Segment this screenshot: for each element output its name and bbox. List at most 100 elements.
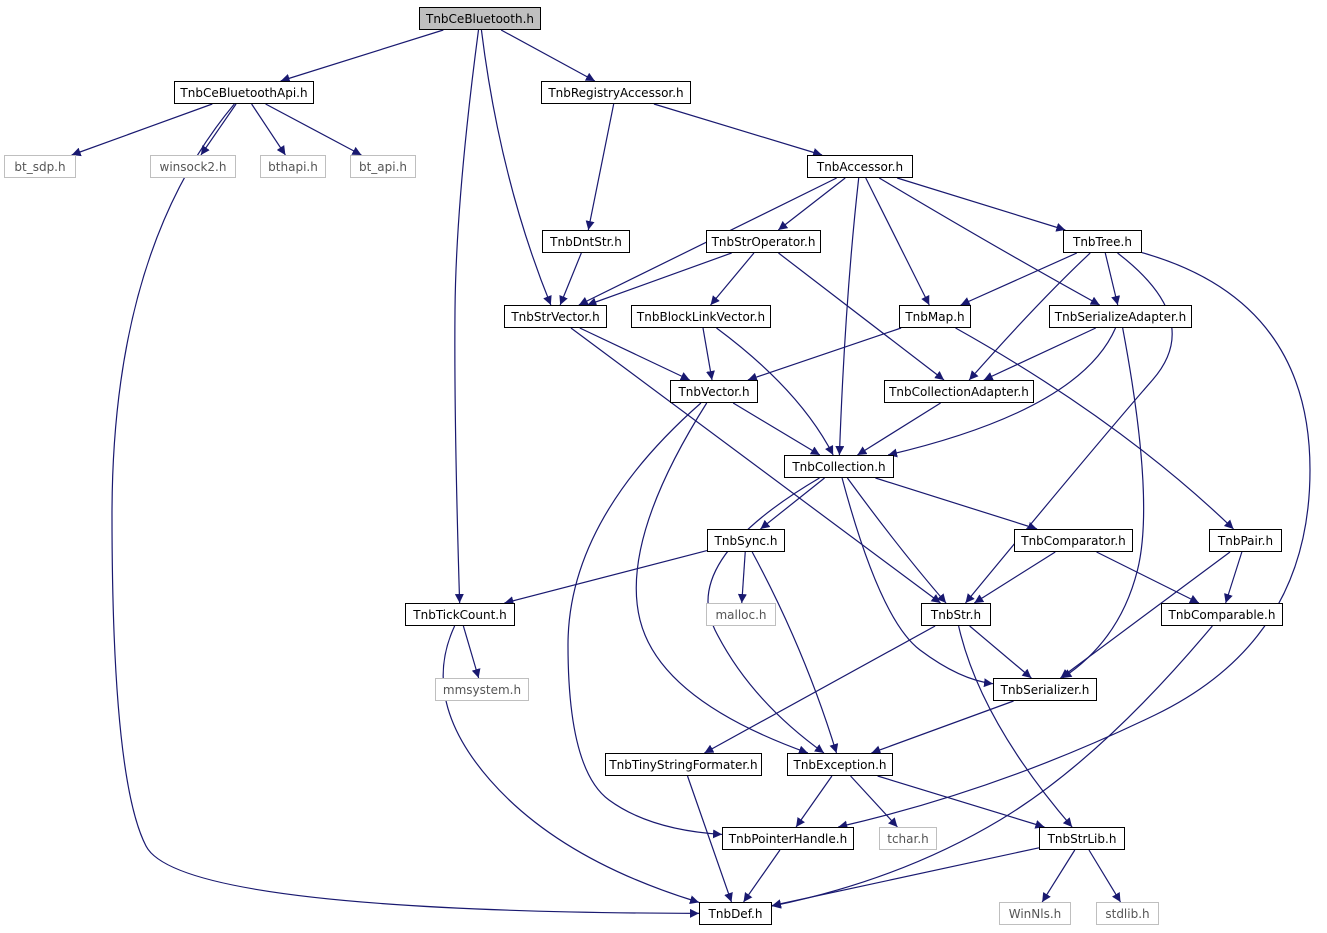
edge-strlib-to-def	[771, 847, 1040, 909]
edge-str-to-tinystr	[704, 625, 936, 754]
edge-comparator-to-comparable	[1096, 551, 1200, 604]
edge-stroperator-to-coladapter	[778, 252, 945, 381]
edge-ce_bt_api-to-winsock2	[200, 103, 237, 156]
edge-stroperator-to-strvector	[587, 252, 732, 307]
edge-stroperator-to-blocklink	[710, 252, 755, 306]
edge-sync-to-tickcount	[504, 550, 708, 606]
node-tnbcomparator[interactable]: TnbComparator.h	[1014, 529, 1133, 552]
node-tnbstroperator[interactable]: TnbStrOperator.h	[706, 230, 821, 253]
node-tnbtree[interactable]: TnbTree.h	[1063, 230, 1142, 253]
node-tnbexception[interactable]: TnbException.h	[787, 753, 893, 776]
node-tnbaccessor[interactable]: TnbAccessor.h	[807, 155, 913, 178]
node-tnbcebluetooth[interactable]: TnbCeBluetooth.h	[419, 7, 541, 30]
node-tnbstr[interactable]: TnbStr.h	[921, 603, 991, 626]
edge-ce_bt-to-tickcount	[454, 29, 480, 604]
edge-accessor-to-collection	[835, 177, 860, 456]
edge-accessor-to-tree	[897, 177, 1066, 232]
edge-dntstr-to-strvector	[559, 252, 582, 306]
node-tnbstrlib[interactable]: TnbStrLib.h	[1039, 827, 1125, 850]
node-tnbserializeadapter[interactable]: TnbSerializeAdapter.h	[1049, 305, 1192, 328]
edge-str-to-serializer	[969, 625, 1032, 679]
edge-serializer-to-exception	[871, 700, 1014, 755]
edge-collection-to-str	[846, 477, 947, 604]
edge-map-to-pair	[955, 327, 1234, 530]
node-tnbstrvector[interactable]: TnbStrVector.h	[504, 305, 607, 328]
edge-collection-to-comparator	[875, 477, 1038, 531]
edge-seradapter-to-serializer	[1062, 327, 1145, 679]
node-bt-sdp: bt_sdp.h	[4, 155, 76, 178]
edge-strlib-to-winnls	[1041, 849, 1076, 903]
edge-reg_acc-to-accessor	[653, 103, 823, 157]
node-stdlib: stdlib.h	[1096, 902, 1159, 925]
edge-collection-to-sync	[760, 477, 825, 530]
edge-tree-to-map	[960, 252, 1078, 306]
edge-blocklink-to-collection	[716, 327, 834, 456]
node-tnbvector[interactable]: TnbVector.h	[670, 380, 758, 403]
edge-comparator-to-str	[973, 551, 1056, 604]
edge-vector-to-exception	[635, 402, 809, 755]
edge-exception-to-strlib	[877, 775, 1045, 829]
node-winnls: WinNls.h	[999, 902, 1071, 925]
edge-strlib-to-stdlib	[1088, 849, 1122, 903]
edge-tree-to-coladapter	[968, 252, 1091, 381]
edge-seradapter-to-collection	[887, 327, 1117, 458]
edge-vector-to-collection	[732, 402, 821, 456]
edge-comparable-to-def	[771, 625, 1213, 909]
edge-sync-to-exception	[751, 551, 839, 754]
edge-collection-to-exception	[707, 477, 825, 754]
edge-ce_bt_api-to-bt_api	[265, 103, 362, 156]
node-tnbpair[interactable]: TnbPair.h	[1209, 529, 1282, 552]
edge-exception-to-ptrhandle	[795, 775, 833, 828]
edge-vector-to-ptrhandle	[567, 402, 723, 839]
node-tchar: tchar.h	[879, 827, 937, 850]
edge-pair-to-serializer	[1060, 551, 1231, 679]
edge-strvector-to-str	[570, 327, 941, 604]
edge-sync-to-malloc	[737, 551, 747, 604]
edge-accessor-to-map	[865, 177, 930, 306]
node-bt-api: bt_api.h	[350, 155, 416, 178]
node-tnbcebluetoothapi[interactable]: TnbCeBluetoothApi.h	[174, 81, 314, 104]
node-bthapi: bthapi.h	[260, 155, 326, 178]
edge-ce_bt-to-ce_bt_api	[280, 29, 444, 83]
edge-ce_bt-to-reg_acc	[500, 29, 596, 82]
node-malloc: malloc.h	[706, 603, 776, 626]
node-tnbdntstr[interactable]: TnbDntStr.h	[542, 230, 630, 253]
edge-pair-to-comparable	[1224, 551, 1243, 604]
node-tnbmap[interactable]: TnbMap.h	[899, 305, 971, 328]
node-tnbtinystringformater[interactable]: TnbTinyStringFormater.h	[605, 753, 762, 776]
edge-tree-to-seradapter	[1104, 252, 1121, 306]
edge-map-to-vector	[747, 327, 902, 382]
edge-tickcount-to-def	[442, 625, 700, 905]
edge-ce_bt_api-to-def	[111, 103, 700, 918]
edge-ptrhandle-to-def	[743, 849, 781, 903]
node-tnbregistryaccessor[interactable]: TnbRegistryAccessor.h	[541, 81, 691, 104]
edge-blocklink-to-vector	[702, 327, 715, 381]
node-tnbcollection[interactable]: TnbCollection.h	[784, 455, 894, 478]
edge-ce_bt_api-to-bt_sdp	[71, 103, 213, 157]
edge-accessor-to-seradapter	[878, 177, 1100, 306]
node-mmsystem: mmsystem.h	[435, 678, 529, 701]
edge-tickcount-to-mmsystem	[462, 625, 481, 679]
edge-str-to-strlib	[958, 625, 1073, 828]
node-tnbserializer[interactable]: TnbSerializer.h	[993, 678, 1097, 701]
edge-tree-to-str	[965, 252, 1173, 604]
edge-tinystr-to-def	[686, 775, 733, 903]
node-tnbtickcount[interactable]: TnbTickCount.h	[405, 603, 515, 626]
edge-ce_bt_api-to-bthapi	[251, 103, 286, 156]
node-tnbcomparable[interactable]: TnbComparable.h	[1161, 603, 1283, 626]
node-tnbcollectionadapter[interactable]: TnbCollectionAdapter.h	[884, 380, 1034, 403]
node-tnbsync[interactable]: TnbSync.h	[707, 529, 785, 552]
node-tnbpointerhandle[interactable]: TnbPointerHandle.h	[722, 827, 854, 850]
edge-collection-to-serializer	[841, 477, 994, 688]
node-tnbblocklinkvector[interactable]: TnbBlockLinkVector.h	[631, 305, 771, 328]
edge-reg_acc-to-dntstr	[585, 103, 615, 231]
edge-ce_bt-to-strvector	[480, 29, 552, 306]
edge-seradapter-to-coladapter	[983, 327, 1096, 381]
edge-coladapter-to-collection	[857, 402, 941, 456]
node-tnbdef[interactable]: TnbDef.h	[699, 902, 772, 925]
edge-strvector-to-vector	[579, 327, 690, 381]
node-winsock2: winsock2.h	[150, 155, 236, 178]
edge-exception-to-tchar	[850, 775, 898, 828]
